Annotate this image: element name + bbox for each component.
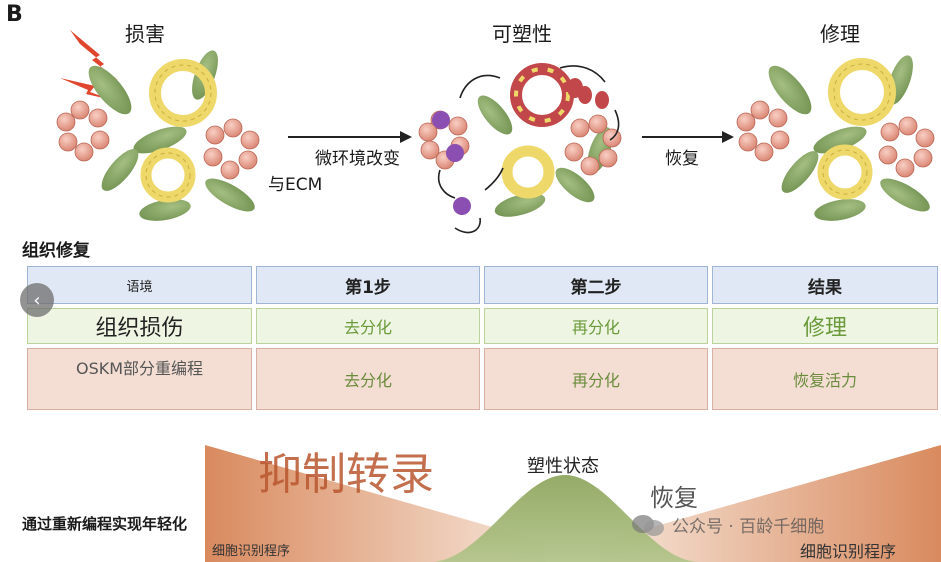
tissue-illustration — [56, 30, 935, 234]
row1-step1: 去分化 — [256, 308, 480, 344]
panel-letter: B — [6, 2, 23, 27]
arrow-recovery — [642, 131, 734, 143]
arrow-ecm-label: 与ECM — [268, 175, 323, 195]
row2-result: 恢复活力 — [712, 348, 938, 410]
stage-repair-title: 修理 — [820, 22, 860, 46]
rejuvenation-label: 通过重新编程实现年轻化 — [22, 515, 188, 533]
repair-cluster — [736, 55, 935, 221]
watermark-text: 公众号 · 百龄千细胞 — [672, 517, 825, 537]
row1-step2: 再分化 — [484, 308, 708, 344]
arrow-recovery-label: 恢复 — [665, 149, 699, 169]
plastic-state-label: 塑性状态 — [527, 456, 599, 477]
row2-context: OSKM部分重编程 — [27, 348, 252, 410]
cell-identity-band — [205, 445, 941, 562]
carousel-prev-button[interactable]: ‹ — [20, 283, 54, 317]
row1-result: 修理 — [712, 308, 938, 344]
identity-wedge-right — [600, 445, 941, 562]
chevron-left-icon: ‹ — [33, 289, 41, 311]
header-step1: 第1步 — [256, 266, 480, 304]
plastic-state-hill — [430, 475, 700, 562]
cell-id-program-left: 细胞识别程序 — [212, 544, 291, 559]
header-step2: 第二步 — [484, 266, 708, 304]
stage-plasticity-title: 可塑性 — [492, 22, 552, 46]
arrow-microenv — [288, 131, 412, 143]
wechat-icon — [632, 514, 664, 536]
lightning-icon — [70, 30, 118, 80]
arrow-microenv-label: 微环境改变 — [315, 149, 400, 169]
stage-damage-title: 损害 — [125, 22, 165, 46]
recover-label: 恢复 — [650, 484, 698, 512]
header-result: 结果 — [712, 266, 938, 304]
row2-step2: 再分化 — [484, 348, 708, 410]
watermark: 公众号 · 百龄千细胞 — [630, 512, 824, 537]
suppress-transcription-label: 抑制转录 — [258, 449, 434, 500]
cell-id-program-right: 细胞识别程序 — [800, 542, 897, 561]
damage-cluster — [56, 30, 260, 221]
header-context: 语境 — [27, 266, 252, 304]
identity-wedge-left — [205, 445, 545, 562]
plasticity-cluster — [418, 63, 622, 234]
row1-context: 组织损伤 — [27, 308, 252, 344]
row2-step1: 去分化 — [256, 348, 480, 410]
section-title: 组织修复 — [22, 241, 90, 261]
